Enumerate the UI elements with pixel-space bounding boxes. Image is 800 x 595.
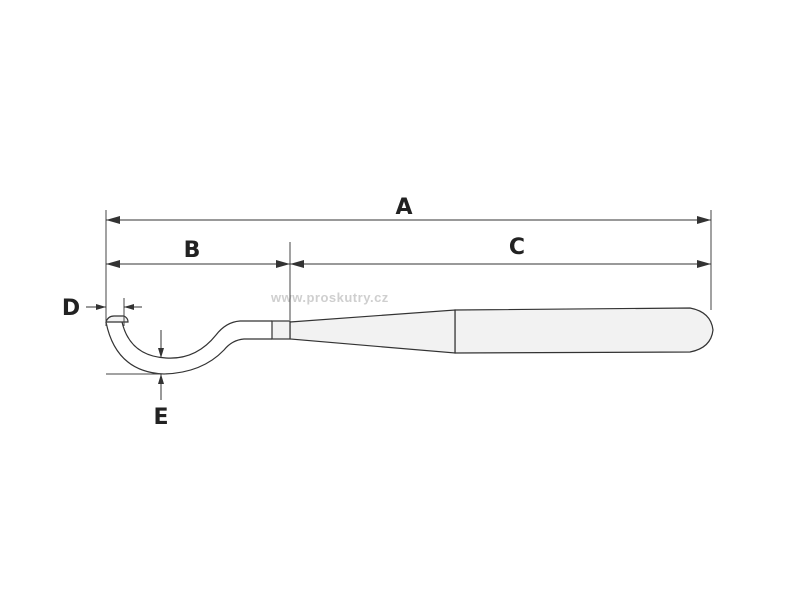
dimension-d: D — [62, 296, 142, 326]
arrow-a-right — [697, 216, 711, 224]
arrow-b-right — [276, 260, 290, 268]
hook-lower-edge — [105, 321, 272, 375]
arrow-e-top — [158, 348, 164, 358]
hook-tip — [105, 315, 129, 323]
label-a: A — [395, 195, 412, 220]
tool-handle — [454, 307, 714, 354]
arrow-a-left — [106, 216, 120, 224]
arrow-e-bottom — [158, 374, 164, 384]
arrow-d-right — [124, 304, 134, 310]
tool-ferrule — [289, 309, 456, 354]
watermark-text: www.proskutry.cz — [270, 290, 389, 305]
label-d: D — [62, 296, 80, 321]
arrow-d-left — [96, 304, 106, 310]
tool-shape — [105, 307, 714, 375]
dimension-c: C — [290, 235, 711, 268]
hook-outer-edge — [121, 320, 272, 359]
label-b: B — [184, 238, 201, 263]
label-c: C — [509, 235, 525, 260]
arrow-c-right — [697, 260, 711, 268]
dimension-a: A — [105, 195, 712, 310]
dimension-e: E — [106, 330, 169, 430]
dimension-b: B — [106, 238, 291, 320]
tool-neck — [271, 320, 291, 340]
arrow-b-left — [106, 260, 120, 268]
label-e: E — [153, 405, 168, 430]
arrow-c-left — [290, 260, 304, 268]
